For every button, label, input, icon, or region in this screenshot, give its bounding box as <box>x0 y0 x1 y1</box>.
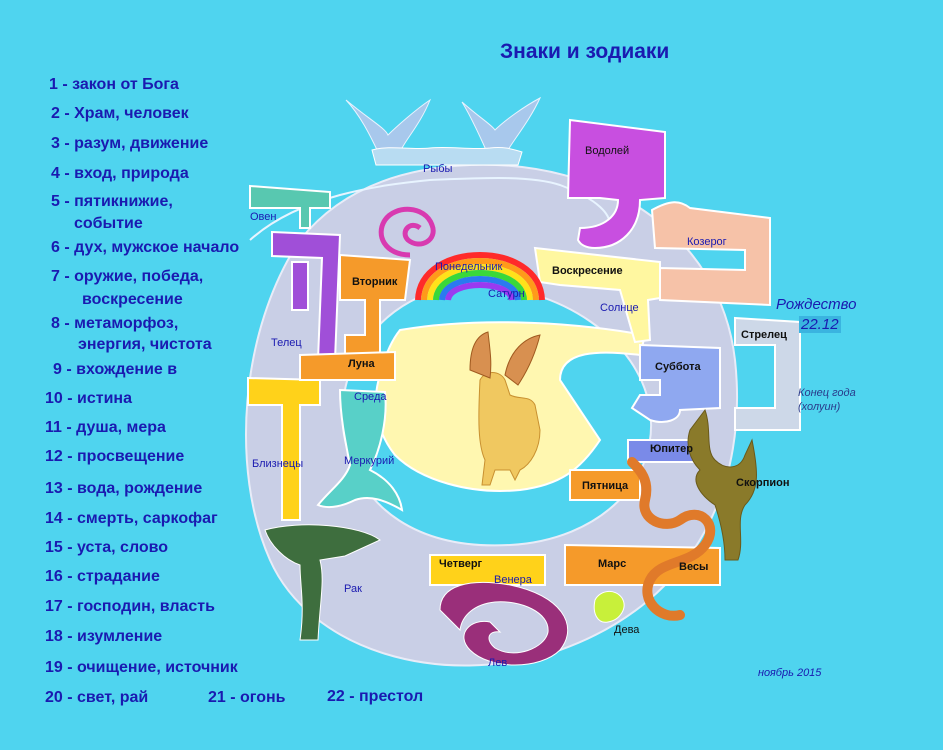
label-scorpio: Скорпион <box>736 477 790 489</box>
scorpio-shape <box>687 408 757 561</box>
leo-shape <box>439 582 569 666</box>
wing-icon <box>469 331 541 386</box>
aries-shape <box>249 184 331 229</box>
label-taurus: Телец <box>271 337 302 349</box>
label-mars: Марс <box>598 558 627 570</box>
label-thursday: Четверг <box>439 558 483 570</box>
label-saturday: Суббота <box>655 361 701 373</box>
saturday-shape <box>630 343 721 423</box>
label-saturn: Сатурн <box>488 288 525 300</box>
page-title: Знаки и зодиаки <box>500 40 670 63</box>
label-venus: Венера <box>494 574 532 586</box>
label-libra: Весы <box>679 561 709 573</box>
label-friday: Пятница <box>582 480 629 492</box>
label-sagittarius: Стрелец <box>741 329 787 341</box>
year-end-line-1: Конец года <box>798 387 856 399</box>
label-virgo: Дева <box>614 624 640 636</box>
label-sun: Солнце <box>600 302 639 314</box>
label-jupiter: Юпитер <box>650 443 693 455</box>
snake-shape <box>627 457 716 621</box>
virgo-shape <box>593 591 625 623</box>
label-cancer: Рак <box>344 583 362 595</box>
pisces-tail-left <box>345 98 432 153</box>
sphinx-icon <box>478 372 541 486</box>
label-aquarius: Водолей <box>585 145 630 157</box>
label-pisces: Рыбы <box>423 163 453 175</box>
label-gemini: Близнецы <box>252 458 304 470</box>
wednesday-shape <box>316 388 404 512</box>
year-end-line-2: (холуин) <box>798 401 841 413</box>
spiral-icon <box>378 206 436 258</box>
capricorn-shape <box>650 201 771 307</box>
label-mercury: Меркурий <box>344 455 395 467</box>
signature-date: ноябрь 2015 <box>758 667 822 679</box>
label-wednesday: Среда <box>354 391 387 403</box>
gemini-shape <box>247 376 321 521</box>
christmas-date: 22.12 <box>799 316 841 333</box>
label-moon: Луна <box>348 358 375 370</box>
label-leo: Лев <box>488 657 508 669</box>
sunday-shape <box>533 246 661 344</box>
label-sunday: Воскресение <box>552 265 623 277</box>
label-monday: Понедельник <box>435 261 503 273</box>
label-aries: Овен <box>250 211 277 223</box>
year-end-note: Конец года (холуин) <box>798 386 856 414</box>
pisces-water <box>371 146 523 166</box>
thursday-shape <box>429 554 546 586</box>
christmas-note: Рождество <box>776 296 857 313</box>
cancer-shape <box>264 524 381 641</box>
moon-shape <box>299 350 396 381</box>
rainbow-icon <box>415 252 545 301</box>
libra-shape <box>564 543 721 586</box>
label-capricorn: Козерог <box>687 236 727 248</box>
aquarius-shape <box>566 118 666 250</box>
pisces-tail-right <box>461 96 542 151</box>
sagittarius-shape <box>734 316 801 431</box>
label-tuesday: Вторник <box>352 276 398 288</box>
